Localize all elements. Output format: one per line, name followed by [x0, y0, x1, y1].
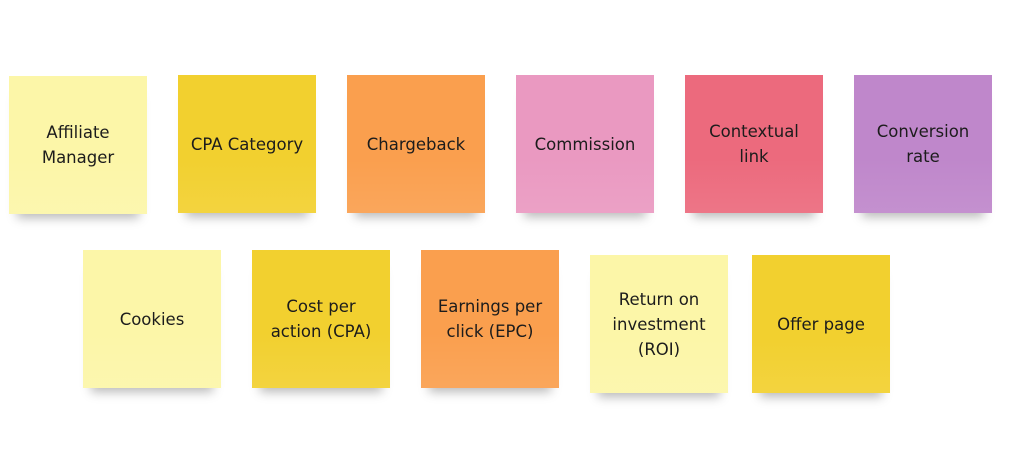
sticky-note-affiliate-manager[interactable]: Affiliate Manager [9, 76, 147, 214]
sticky-note-label: Chargeback [366, 134, 466, 154]
sticky-note-offer-page[interactable]: Offer page [752, 255, 890, 393]
sticky-note-chargeback[interactable]: Chargeback [347, 75, 485, 213]
sticky-note-cpa-category[interactable]: CPA Category [178, 75, 316, 213]
sticky-note-cookies[interactable]: Cookies [83, 250, 221, 388]
sticky-note-label: Conversion rate [876, 122, 970, 166]
sticky-note-label: Cookies [119, 309, 185, 329]
sticky-note-return-on-investment[interactable]: Return on investment (ROI) [590, 255, 728, 393]
sticky-note-cost-per-action[interactable]: Cost per action (CPA) [252, 250, 390, 388]
sticky-note-commission[interactable]: Commission [516, 75, 654, 213]
sticky-note-earnings-per-click[interactable]: Earnings per click (EPC) [421, 250, 559, 388]
sticky-note-label: Affiliate Manager [41, 123, 115, 167]
sticky-note-label: CPA Category [190, 134, 304, 154]
sticky-note-label: Offer page [777, 314, 865, 334]
sticky-note-label: Earnings per click (EPC) [437, 297, 543, 341]
sticky-note-label: Commission [534, 134, 636, 154]
sticky-note-label: Contextual link [709, 122, 799, 166]
sticky-note-conversion-rate[interactable]: Conversion rate [854, 75, 992, 213]
sticky-note-label: Return on investment (ROI) [612, 289, 706, 359]
sticky-note-contextual-link[interactable]: Contextual link [685, 75, 823, 213]
sticky-note-label: Cost per action (CPA) [270, 297, 372, 341]
